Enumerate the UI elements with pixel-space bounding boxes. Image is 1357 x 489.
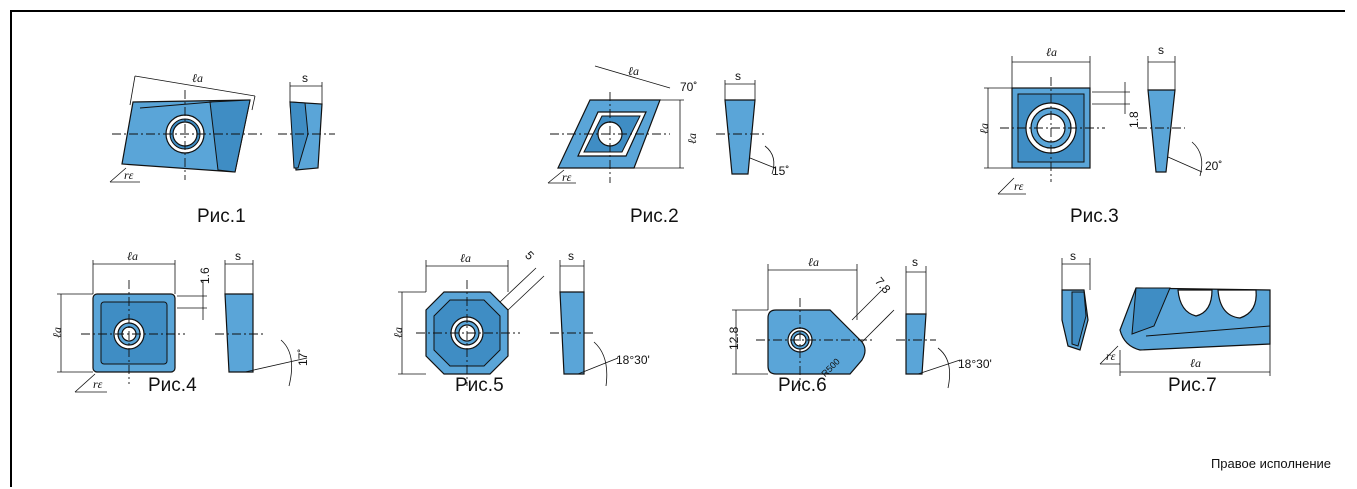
svg-text:ℓa: ℓa — [1190, 356, 1201, 370]
figure-2-drawing: ℓa 70˚ ℓa rε s 15˚ — [547, 64, 789, 184]
svg-text:rε: rε — [124, 168, 134, 182]
svg-text:7.8: 7.8 — [872, 274, 894, 296]
svg-text:s: s — [235, 249, 241, 263]
svg-text:18°30': 18°30' — [616, 353, 650, 367]
svg-text:rε: rε — [93, 377, 103, 391]
drawing-frame — [10, 10, 1345, 487]
svg-text:1.6: 1.6 — [198, 267, 212, 284]
svg-text:ℓa: ℓa — [192, 71, 203, 85]
figure-3-drawing: ℓa ℓa 1.8 rε s 20˚ — [977, 43, 1222, 195]
svg-text:ℓa: ℓa — [685, 133, 699, 144]
svg-text:1.8: 1.8 — [1127, 111, 1141, 128]
figure-5-caption: Рис.5 — [455, 375, 504, 396]
figure-1-caption: Рис.1 — [197, 206, 246, 227]
figure-4-caption: Рис.4 — [148, 375, 197, 396]
svg-text:ℓa: ℓa — [1046, 45, 1057, 59]
svg-text:70˚: 70˚ — [680, 80, 697, 94]
svg-text:12.8: 12.8 — [727, 326, 741, 350]
figure-5-drawing: ℓa ℓa 5 s 18°30' — [391, 248, 650, 387]
svg-text:20˚: 20˚ — [1205, 159, 1222, 173]
svg-text:ℓa: ℓa — [391, 327, 405, 338]
svg-text:s: s — [735, 69, 741, 83]
svg-text:rε: rε — [562, 170, 572, 184]
svg-text:ℓa: ℓa — [628, 64, 639, 78]
figure-6-caption: Рис.6 — [778, 375, 827, 396]
svg-text:s: s — [302, 71, 308, 85]
svg-text:ℓa: ℓa — [460, 251, 471, 265]
svg-text:5: 5 — [522, 248, 537, 263]
svg-text:ℓa: ℓa — [977, 123, 991, 134]
svg-text:ℓa: ℓa — [127, 249, 138, 263]
figure-3-caption: Рис.3 — [1070, 206, 1119, 227]
svg-text:ℓa: ℓa — [50, 327, 64, 338]
svg-text:s: s — [568, 249, 574, 263]
figure-1-drawing: ℓa rε s — [109, 71, 335, 183]
svg-text:15˚: 15˚ — [772, 164, 789, 178]
svg-text:rε: rε — [1106, 349, 1116, 363]
figure-7-caption: Рис.7 — [1168, 375, 1217, 396]
svg-text:17˚: 17˚ — [296, 349, 310, 366]
footer-note: Правое исполнение — [1210, 456, 1331, 471]
svg-text:rε: rε — [1014, 179, 1024, 193]
svg-text:s: s — [1070, 249, 1076, 263]
svg-text:s: s — [912, 255, 918, 269]
figure-6-drawing: ℓa 12.8 R500 7.8 s 18°30' — [727, 255, 992, 389]
figure-4-drawing: ℓa ℓa 1.6 rε s 17˚ — [50, 249, 310, 393]
figure-7-drawing: s ℓa rε — [1061, 249, 1271, 376]
svg-text:18°30': 18°30' — [958, 357, 992, 371]
figure-2-caption: Рис.2 — [630, 206, 679, 227]
svg-text:ℓa: ℓa — [808, 255, 819, 269]
svg-text:s: s — [1158, 43, 1164, 57]
